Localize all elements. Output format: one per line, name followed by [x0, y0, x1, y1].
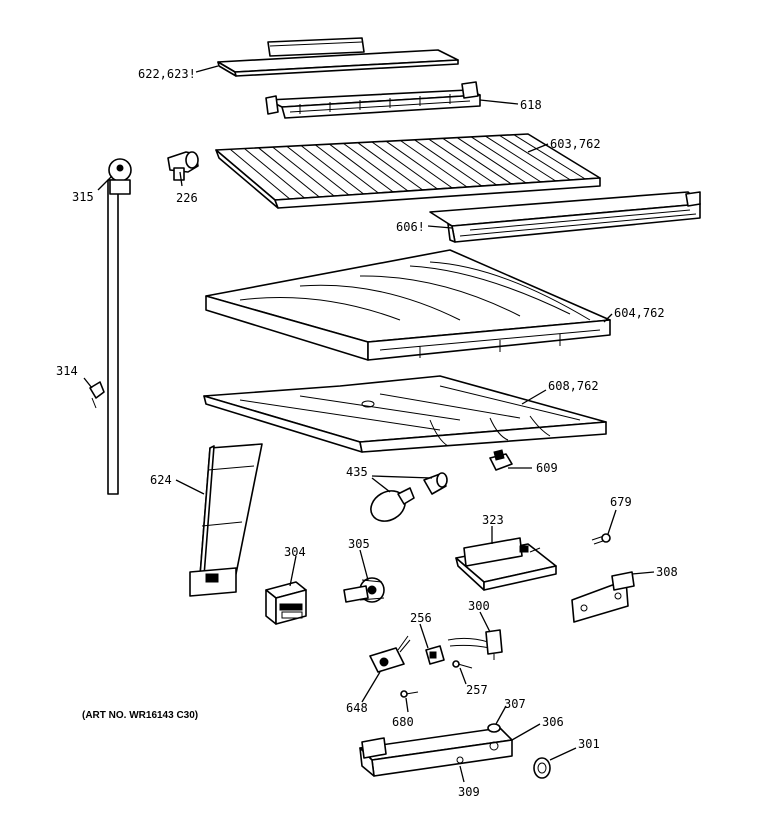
part-603-shelf — [215, 133, 601, 209]
leader-lines — [83, 65, 655, 783]
label-323: 323 — [482, 513, 504, 527]
label-606: 606! — [396, 220, 425, 234]
part-226-knob — [167, 151, 199, 181]
label-226: 226 — [176, 191, 198, 205]
label-603: 603,762 — [550, 137, 601, 151]
part-305-timer — [343, 577, 385, 603]
part-301-cap — [533, 757, 551, 779]
part-308-plate — [571, 571, 635, 623]
label-301: 301 — [578, 737, 600, 751]
label-609: 609 — [536, 461, 558, 475]
part-618-rail — [265, 81, 481, 119]
part-679-screw — [591, 533, 611, 545]
art-number: (ART NO. WR16143 C30) — [82, 710, 198, 721]
part-435-bulb — [370, 472, 448, 522]
label-679: 679 — [610, 495, 632, 509]
label-306: 306 — [542, 715, 564, 729]
part-315-rod — [107, 158, 132, 495]
label-622: 622,623! — [138, 67, 196, 81]
label-309: 309 — [458, 785, 480, 799]
part-307-grommet — [487, 723, 501, 733]
part-labels: 622,623! 618 603,762 315 226 606! 604,76… — [56, 67, 678, 799]
label-435: 435 — [346, 465, 368, 479]
label-256: 256 — [410, 611, 432, 625]
part-314-clip — [89, 381, 105, 409]
label-648: 648 — [346, 701, 368, 715]
label-604: 604,762 — [614, 306, 665, 320]
label-624: 624 — [150, 473, 172, 487]
label-304: 304 — [284, 545, 306, 559]
label-315: 315 — [72, 190, 94, 204]
part-323-control — [455, 537, 557, 591]
part-606-cover — [429, 191, 701, 243]
part-256-switch — [425, 645, 445, 665]
label-308: 308 — [656, 565, 678, 579]
label-618: 618 — [520, 98, 542, 112]
label-300: 300 — [468, 599, 490, 613]
part-680-screw — [400, 690, 419, 698]
label-305: 305 — [348, 537, 370, 551]
part-624-duct — [189, 443, 263, 597]
label-680: 680 — [392, 715, 414, 729]
part-304-housing — [265, 581, 307, 625]
label-307: 307 — [504, 697, 526, 711]
part-608-tray — [203, 375, 607, 453]
part-306-bracket — [359, 727, 513, 777]
label-314: 314 — [56, 364, 78, 378]
part-609-bracket — [489, 449, 513, 471]
part-257-screw — [452, 660, 473, 669]
label-608: 608,762 — [548, 379, 599, 393]
part-300-harness — [447, 629, 503, 660]
part-648-thermostat — [369, 635, 411, 673]
part-604-tray — [205, 249, 611, 361]
part-622-cover — [217, 37, 459, 77]
label-257: 257 — [466, 683, 488, 697]
